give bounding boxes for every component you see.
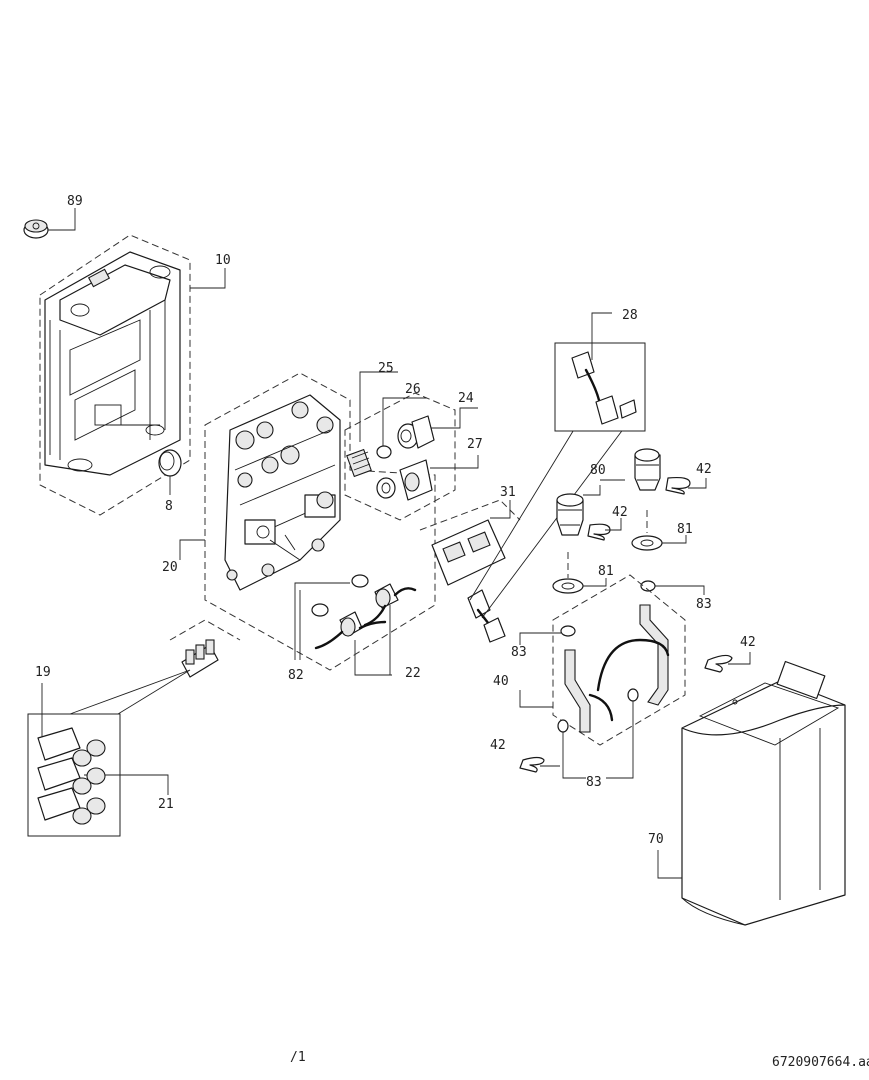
label-83-left: 83 xyxy=(511,645,527,660)
part-40-pipe-assembly xyxy=(519,574,686,779)
part-labels: 89 10 8 25 26 24 27 20 28 31 80 42 42 81… xyxy=(35,194,756,847)
label-80: 80 xyxy=(590,463,606,478)
label-81-right: 81 xyxy=(677,522,693,537)
label-42-cover: 42 xyxy=(740,635,756,650)
label-42-top: 42 xyxy=(696,462,712,477)
label-24: 24 xyxy=(458,391,474,406)
label-82: 82 xyxy=(288,668,304,683)
part-8-cap xyxy=(158,449,182,495)
parts-31-28-pcb xyxy=(419,312,646,643)
parts-24-27-inset xyxy=(344,371,479,521)
page-marker: /1 xyxy=(290,1050,306,1065)
document-code: 6720907664.aa xyxy=(772,1055,869,1070)
label-22: 22 xyxy=(405,666,421,681)
part-89-knob xyxy=(23,208,76,239)
label-70: 70 xyxy=(648,832,664,847)
label-89: 89 xyxy=(67,194,83,209)
part-70-cover xyxy=(657,660,846,926)
label-42-lower: 42 xyxy=(490,738,506,753)
label-27: 27 xyxy=(467,437,483,452)
label-26: 26 xyxy=(405,382,421,397)
label-10: 10 xyxy=(215,253,231,268)
label-20: 20 xyxy=(162,560,178,575)
clip-42-lower xyxy=(519,756,560,773)
parts-82-22-sensors xyxy=(294,574,417,676)
part-20-hydraulic-block xyxy=(179,372,436,671)
label-83-right: 83 xyxy=(696,597,712,612)
parts-19-21-terminals xyxy=(27,619,241,837)
fittings-80-81-83-42 xyxy=(519,448,707,645)
label-81-left: 81 xyxy=(598,564,614,579)
label-31: 31 xyxy=(500,485,516,500)
clip-42-cover xyxy=(704,652,751,673)
label-8: 8 xyxy=(165,499,173,514)
label-19: 19 xyxy=(35,665,51,680)
label-40: 40 xyxy=(493,674,509,689)
label-28: 28 xyxy=(622,308,638,323)
label-21: 21 xyxy=(158,797,174,812)
label-83-bottom: 83 xyxy=(586,775,602,790)
label-42-mid: 42 xyxy=(612,505,628,520)
part-10-frame xyxy=(39,234,226,516)
label-25: 25 xyxy=(378,361,394,376)
